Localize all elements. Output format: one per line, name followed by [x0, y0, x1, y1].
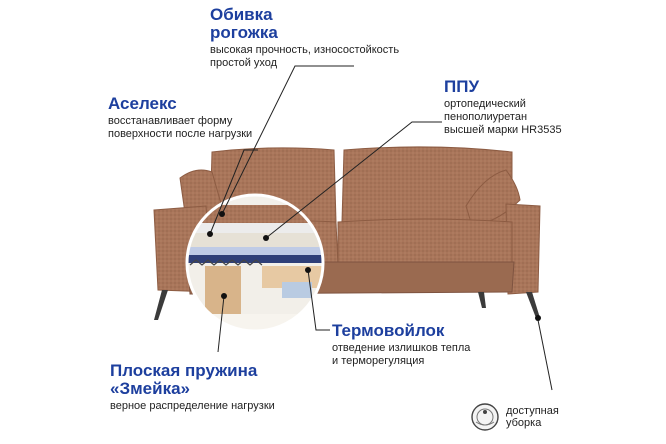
leader-aseleks: [209, 149, 258, 235]
cleaning-badge: доступная уборка: [470, 398, 590, 434]
leader-termovoilok: [307, 269, 330, 331]
callout-obivka: Обивка рогожка высокая прочность, износо…: [210, 6, 399, 70]
callout-aseleks-title: Аселекс: [108, 94, 177, 113]
robot-vacuum-icon: [471, 403, 499, 431]
callout-ppu-desc-1: ортопедический: [444, 98, 526, 110]
leader-legs: [537, 319, 553, 391]
seat-cushion-right: [337, 218, 513, 269]
callout-obivka-title-1: Обивка: [210, 5, 273, 24]
cleaning-badge-line-2: уборка: [506, 417, 542, 429]
callout-pruzhina-title-1: Плоская пружина: [110, 361, 258, 380]
pillow-right: [465, 169, 521, 227]
leader-ppu: [265, 121, 442, 239]
frame-insert: [282, 282, 312, 298]
callout-obivka-title-2: рогожка: [210, 23, 278, 42]
leg-back-center: [478, 292, 486, 308]
callout-aseleks-desc-2: поверхности после нагрузки: [108, 128, 253, 140]
callout-obivka-desc-2: простой уход: [210, 57, 278, 69]
callout-termovoilok-desc-2: и терморегуляция: [332, 355, 425, 367]
cleaning-badge-line-1: доступная: [506, 405, 559, 417]
callout-termovoilok-title: Термовойлок: [332, 321, 445, 340]
callout-aseleks: Аселекс восстанавливает форму поверхност…: [108, 95, 252, 141]
callout-pruzhina: Плоская пружина «Змейка» верное распреде…: [110, 362, 275, 413]
callout-obivka-desc-1: высокая прочность, износостойкость: [210, 44, 400, 56]
leg-front-right: [526, 292, 540, 318]
layer-fabric: [187, 205, 323, 223]
callout-ppu-title: ППУ: [444, 77, 480, 96]
layer-aseleks: [187, 223, 323, 233]
leg-front-left: [154, 290, 168, 320]
callout-ppu: ППУ ортопедический пенополиуретан высшей…: [444, 78, 562, 137]
callout-pruzhina-title-2: «Змейка»: [110, 379, 191, 398]
spring-zigzag: [189, 259, 263, 266]
layer-ppu: [187, 233, 323, 247]
leader-pruzhina: [217, 295, 225, 353]
callout-aseleks-desc-1: восстанавливает форму: [108, 115, 233, 127]
leader-obivka: [221, 65, 354, 215]
callout-pruzhina-desc-1: верное распределение нагрузки: [110, 400, 275, 412]
callout-termovoilok-desc-1: отведение излишков тепла: [332, 342, 471, 354]
callout-termovoilok: Термовойлок отведение излишков тепла и т…: [332, 322, 470, 368]
callout-ppu-desc-3: высшей марки HR3535: [444, 124, 562, 136]
callout-ppu-desc-2: пенополиуретан: [444, 111, 528, 123]
